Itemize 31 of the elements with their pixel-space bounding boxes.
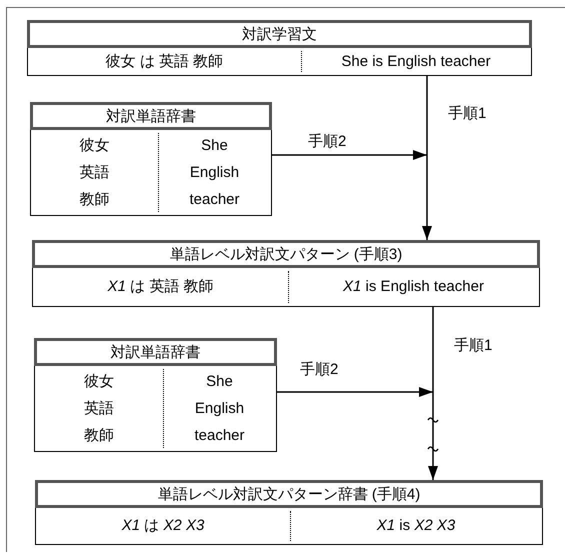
table-cell-text: teacher xyxy=(193,426,246,446)
table-cell-text: X1 は X2 X3 xyxy=(120,516,206,536)
edge-label: 手順1 xyxy=(454,336,492,355)
table-cell-text: 彼女 は 英語 教師 xyxy=(104,52,224,72)
table-header: 対訳単語辞書 xyxy=(30,102,272,130)
table-cell-text: X1 は 英語 教師 xyxy=(106,277,214,297)
table-cell-text: She is English teacher xyxy=(340,52,492,72)
table-cell-text: English xyxy=(188,163,240,183)
table-cell-text: teacher xyxy=(188,190,241,210)
table-cell-text: 英語 xyxy=(83,399,115,419)
table-header: 対訳学習文 xyxy=(27,20,532,48)
table-cell-text: 彼女 xyxy=(83,372,115,392)
arrow xyxy=(272,150,427,160)
table-cell-text: 彼女 xyxy=(78,136,110,156)
arrow xyxy=(428,307,438,480)
table-cell-text: She xyxy=(205,372,234,392)
edge-label: 手順2 xyxy=(308,132,346,151)
table-cell-text: X1 is English teacher xyxy=(342,277,485,297)
table-cell-text: She xyxy=(200,136,229,156)
edge-label: 手順1 xyxy=(448,104,486,123)
table-cell-text: English xyxy=(194,399,246,419)
arrow xyxy=(277,387,433,397)
table-header: 単語レベル対訳文パターン辞書 (手順4) xyxy=(35,480,543,508)
table-header: 単語レベル対訳文パターン (手順3) xyxy=(32,240,540,268)
arrow xyxy=(422,76,432,240)
table-cell-text: X1 is X2 X3 xyxy=(376,516,456,536)
table-header: 対訳単語辞書 xyxy=(34,338,277,366)
edge-label: 手順2 xyxy=(300,360,338,379)
table-cell-text: 英語 xyxy=(78,163,110,183)
table-cell-text: 教師 xyxy=(83,426,115,446)
table-cell-text: 教師 xyxy=(78,190,110,210)
